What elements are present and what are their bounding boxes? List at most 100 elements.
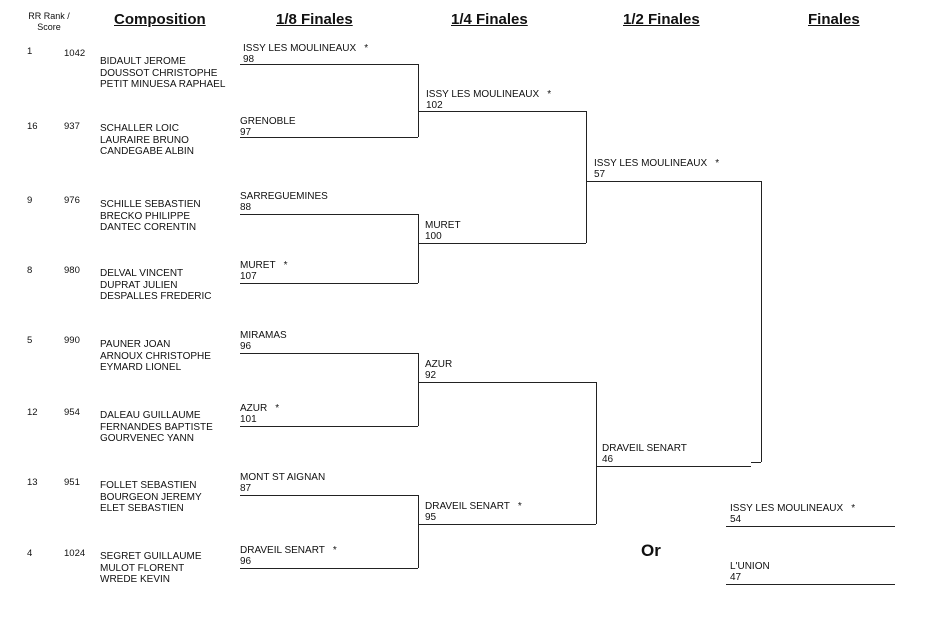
entry-rank: 4 xyxy=(27,548,33,559)
bracket-line xyxy=(418,495,419,568)
team-score: 57 xyxy=(594,169,606,180)
entry-score: 937 xyxy=(64,121,80,132)
final-slot: ISSY LES MOULINEAUX * 54 xyxy=(730,503,855,525)
player-name: SEGRET GUILLAUME xyxy=(100,551,202,562)
team-score: 88 xyxy=(240,202,252,213)
composition-header: Composition xyxy=(114,11,206,28)
entry-composition: DELVAL VINCENT DUPRAT JULIEN DESPALLES F… xyxy=(100,268,212,303)
team-name: ISSY LES MOULINEAUX xyxy=(594,158,708,169)
r16-slot: ISSY LES MOULINEAUX* 98 xyxy=(243,43,368,65)
team-score: 87 xyxy=(240,483,252,494)
r16-slot: SARREGUEMINES 88 xyxy=(240,191,336,213)
entry-score: 1024 xyxy=(64,548,86,559)
r16-slot: MURET* 107 xyxy=(240,260,287,282)
team-name: DRAVEIL SENART xyxy=(240,545,325,556)
player-name: SCHILLE SEBASTIEN xyxy=(100,199,201,210)
player-name: MULOT FLORENT xyxy=(100,562,185,574)
entry-composition: SCHALLER LOIC LAURAIRE BRUNO CANDEGABE A… xyxy=(100,123,194,158)
bracket-line xyxy=(726,526,895,527)
player-name: CANDEGABE ALBIN xyxy=(100,146,194,157)
bracket-line xyxy=(240,568,418,569)
team-score: 96 xyxy=(240,556,252,567)
qf-slot: DRAVEIL SENART* 95 xyxy=(425,501,522,523)
team-name: SARREGUEMINES xyxy=(240,191,328,202)
player-name: PETIT MINUESA RAPHAEL xyxy=(100,79,226,90)
player-name: DOUSSOT CHRISTOPHE xyxy=(100,67,218,79)
bracket-line xyxy=(418,111,586,112)
player-name: BRECKO PHILIPPE xyxy=(100,210,191,222)
entry-rank: 12 xyxy=(27,407,38,418)
team-score: 96 xyxy=(240,341,252,352)
bracket-line xyxy=(240,64,418,65)
bracket-line xyxy=(240,353,418,354)
winner-marker: * xyxy=(851,503,856,514)
player-name: DANTEC CORENTIN xyxy=(100,222,197,233)
entry-composition: SEGRET GUILLAUME MULOT FLORENT WREDE KEV… xyxy=(100,551,202,586)
team-name: AZUR xyxy=(240,403,268,414)
team-score: 92 xyxy=(425,370,437,381)
player-name: DESPALLES FREDERIC xyxy=(100,291,212,302)
sf-slot: ISSY LES MOULINEAUX* 57 xyxy=(594,158,719,180)
bracket-line xyxy=(418,64,419,137)
r16-header: 1/8 Finales xyxy=(276,11,353,28)
sf-header: 1/2 Finales xyxy=(623,11,700,28)
team-name: DRAVEIL SENART xyxy=(425,501,510,512)
entry-score: 1042 xyxy=(64,48,86,59)
rank-score-header: RR Rank / Score xyxy=(28,11,70,32)
bracket-line xyxy=(596,382,597,524)
bracket-line xyxy=(418,353,419,426)
player-name: BIDAULT JEROME xyxy=(100,56,186,67)
entry-score: 980 xyxy=(64,265,80,276)
entry-rank: 9 xyxy=(27,195,33,206)
entry-composition: BIDAULT JEROME DOUSSOT CHRISTOPHE PETIT … xyxy=(100,56,225,91)
team-name: GRENOBLE xyxy=(240,116,296,127)
team-name: ISSY LES MOULINEAUX xyxy=(426,89,540,100)
team-score: 54 xyxy=(730,514,742,525)
bracket-line xyxy=(726,584,895,585)
bracket-line xyxy=(761,181,762,462)
bracket-line xyxy=(586,111,587,243)
winner-marker: * xyxy=(283,260,288,271)
bracket-line xyxy=(586,181,761,182)
player-name: GOURVENEC YANN xyxy=(100,433,194,444)
bracket-line xyxy=(240,495,418,496)
team-name: MURET xyxy=(425,220,461,231)
bracket-line xyxy=(240,137,418,138)
entry-score: 976 xyxy=(64,195,80,206)
entry-rank: 16 xyxy=(27,121,38,132)
player-name: WREDE KEVIN xyxy=(100,574,171,585)
entry-composition: DALEAU GUILLAUME FERNANDES BAPTISTE GOUR… xyxy=(100,410,213,445)
sf-slot: DRAVEIL SENART 46 xyxy=(602,443,695,465)
player-name: BOURGEON JEREMY xyxy=(100,491,202,503)
bracket-line xyxy=(418,524,596,525)
bracket-line xyxy=(596,466,751,467)
player-name: LAURAIRE BRUNO xyxy=(100,134,189,146)
winner-marker: * xyxy=(275,403,280,414)
team-score: 46 xyxy=(602,454,614,465)
player-name: ARNOUX CHRISTOPHE xyxy=(100,350,211,362)
team-name: MIRAMAS xyxy=(240,330,287,341)
gold-medal-label: Or xyxy=(641,541,661,560)
qf-slot: MURET 100 xyxy=(425,220,469,242)
bracket-line xyxy=(418,382,596,383)
entry-score: 990 xyxy=(64,335,80,346)
team-name: MURET xyxy=(240,260,276,271)
final-slot: L'UNION 47 xyxy=(730,561,778,583)
team-name: ISSY LES MOULINEAUX xyxy=(243,43,357,54)
team-name: L'UNION xyxy=(730,561,770,572)
bracket-line xyxy=(418,243,586,244)
team-score: 98 xyxy=(243,54,255,65)
player-name: DELVAL VINCENT xyxy=(100,268,184,279)
winner-marker: * xyxy=(547,89,552,100)
player-name: EYMARD LIONEL xyxy=(100,362,182,373)
player-name: FERNANDES BAPTISTE xyxy=(100,421,213,433)
team-score: 97 xyxy=(240,127,252,138)
winner-marker: * xyxy=(332,545,337,556)
entry-rank: 13 xyxy=(27,477,38,488)
bracket-line xyxy=(240,426,418,427)
team-name: ISSY LES MOULINEAUX xyxy=(730,503,844,514)
player-name: FOLLET SEBASTIEN xyxy=(100,480,197,491)
entry-score: 954 xyxy=(64,407,80,418)
team-name: AZUR xyxy=(425,359,453,370)
player-name: PAUNER JOAN xyxy=(100,339,171,350)
